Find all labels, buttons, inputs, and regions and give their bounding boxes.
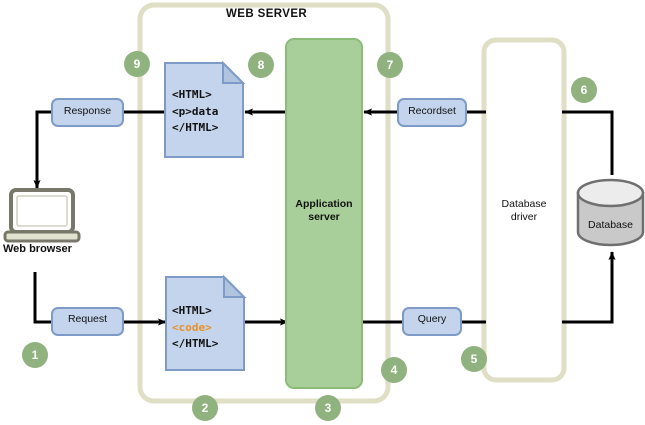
web-browser-label: Web browser xyxy=(3,243,72,255)
step-badge-2: 2 xyxy=(192,395,218,421)
query-label: Query xyxy=(417,313,447,325)
response-label: Response xyxy=(63,105,112,117)
database-driver-container xyxy=(481,37,567,383)
recordset-label: Recordset xyxy=(408,105,456,117)
step-badge-9: 9 xyxy=(124,51,150,77)
database-label: Database xyxy=(588,219,633,231)
web-server-container xyxy=(137,2,391,404)
query-box[interactable] xyxy=(402,307,462,336)
response-document-shape[interactable] xyxy=(164,60,246,158)
database-icon xyxy=(576,178,645,247)
response-doc-line-3: </HTML> xyxy=(172,121,219,135)
request-label: Request xyxy=(67,313,108,325)
step-badge-8: 8 xyxy=(248,52,274,78)
request-doc-line-2: <code> xyxy=(172,320,212,334)
step-badge-1: 1 xyxy=(22,342,48,368)
response-box[interactable] xyxy=(51,98,124,127)
request-box[interactable] xyxy=(51,307,124,336)
step-badge-5: 5 xyxy=(461,346,487,372)
response-doc-line-2: <p>data xyxy=(172,104,219,118)
step-badge-4: 4 xyxy=(381,357,407,383)
request-document-code: <HTML> <code> </HTML> xyxy=(172,303,218,353)
request-doc-line-3: </HTML> xyxy=(172,337,219,351)
arrow-dbdriver-to-database xyxy=(562,251,616,324)
page-title: WEB SERVER xyxy=(226,8,308,20)
arrow-response-to-browser xyxy=(33,110,52,189)
recordset-box[interactable] xyxy=(397,98,467,127)
step-badge-6: 6 xyxy=(571,77,597,103)
line-browser-to-request xyxy=(33,272,52,324)
request-doc-line-1: <HTML> xyxy=(172,304,212,317)
line-database-to-dbdriver xyxy=(562,110,614,175)
application-server-box[interactable] xyxy=(285,38,363,389)
step-badge-7: 7 xyxy=(377,52,403,78)
web-browser-icon xyxy=(3,188,81,243)
response-document-code: <HTML> <p>data </HTML> xyxy=(172,87,218,137)
step-badge-3: 3 xyxy=(315,395,341,421)
response-doc-line-1: <HTML> xyxy=(172,88,212,101)
request-document-shape[interactable] xyxy=(165,274,247,371)
